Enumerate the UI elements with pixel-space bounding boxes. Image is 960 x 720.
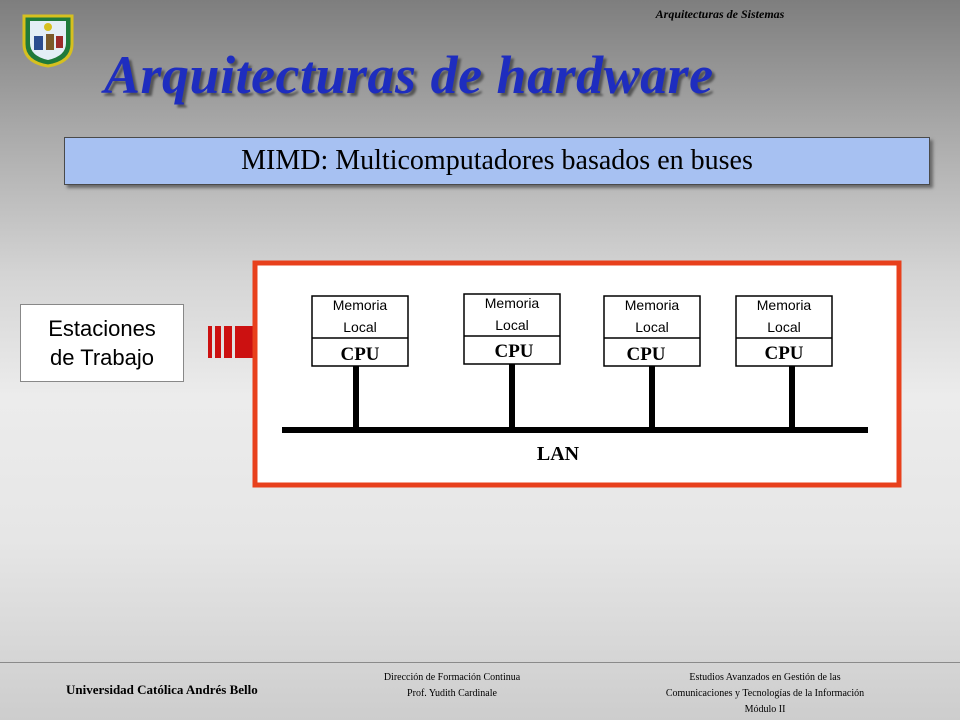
node-1-cpu-label: CPU [340, 344, 379, 365]
footer-right-line2: Comunicaciones y Tecnologías de la Infor… [665, 688, 865, 699]
footer-center-line2: Prof. Yudith Cardinale [407, 688, 497, 699]
node-1-memory-line1: Memoria [333, 297, 388, 313]
node-4-memory-line2: Local [767, 319, 800, 335]
node-1-memory-line2: Local [343, 319, 376, 335]
callout-line-1: Estaciones [48, 316, 156, 341]
footer-right-line3: Módulo II [744, 704, 786, 715]
callout-line-2: de Trabajo [50, 345, 154, 370]
node-3-cpu-label: CPU [626, 344, 665, 365]
node-2-memory-line1: Memoria [485, 295, 540, 311]
node-2-memory-line2: Local [495, 317, 528, 333]
lan-label: LAN [537, 443, 580, 465]
node-3-memory-line1: Memoria [625, 297, 680, 313]
node-3-memory-line2: Local [635, 319, 668, 335]
node-4-cpu-label: CPU [764, 343, 803, 364]
slide-title: Arquitecturas de hardware [104, 45, 714, 105]
node-3: Memoria Local CPU [603, 295, 701, 428]
footer-right-line1: Estudios Avanzados en Gestión de las [689, 672, 841, 683]
bus-diagram: Memoria Local CPU Memoria Local CPU Memo… [252, 260, 902, 488]
node-2: Memoria Local CPU [463, 293, 561, 428]
node-1: Memoria Local CPU [311, 295, 409, 428]
node-4: Memoria Local CPU [735, 295, 833, 428]
university-logo-icon [22, 14, 74, 68]
node-2-cpu-label: CPU [494, 341, 533, 362]
footer-divider [0, 662, 960, 663]
footer-center-line1: Dirección de Formación Continua [383, 672, 521, 683]
course-title: Arquitecturas de Sistemas [655, 7, 785, 21]
workstations-callout: Estaciones de Trabajo [20, 304, 184, 382]
footer-right: Estudios Avanzados en Gestión de las Com… [620, 670, 910, 718]
footer-center: Dirección de Formación Continua Prof. Yu… [340, 670, 564, 702]
footer-university: Universidad Católica Andrés Bello [66, 682, 258, 697]
node-4-memory-line1: Memoria [757, 297, 812, 313]
slide-subtitle: MIMD: Multicomputadores basados en buses [64, 137, 930, 185]
